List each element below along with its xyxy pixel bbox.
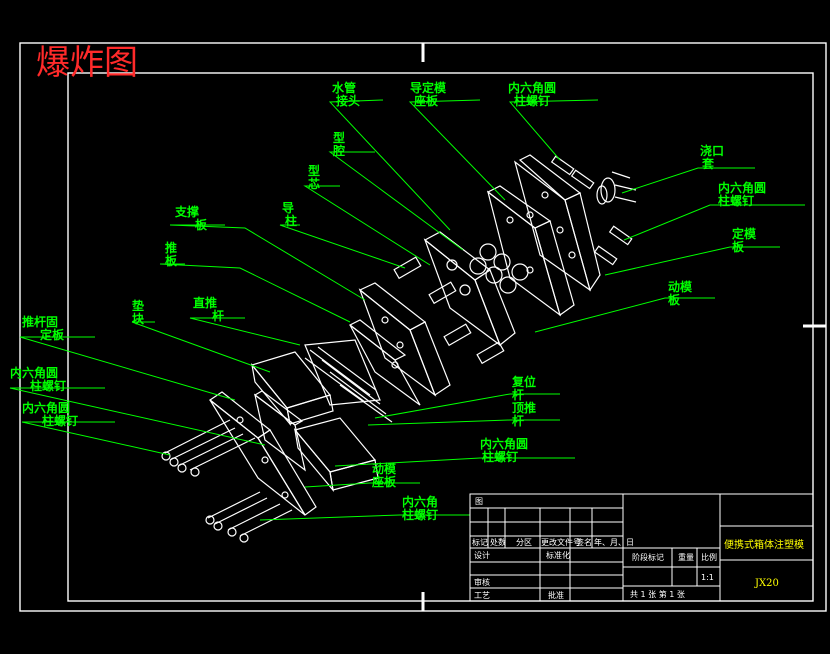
label-hex-screw-bottom: 内六角柱螺钉 [402, 494, 438, 522]
label-water-pipe: 水管接头 [332, 80, 360, 108]
tb-header-0: 标记 [472, 537, 488, 547]
part-labels: 水管接头 导定模座板 内六角圆柱螺钉 型腔 型芯 浇口套 内六角圆柱螺钉 定模板… [10, 80, 766, 522]
label-moving-mold-plate: 动模板 [668, 279, 693, 307]
label-cavity: 型腔 [332, 130, 345, 158]
tb-header-4: 签名 [576, 537, 592, 547]
label-fixed-plate: 导定模座板 [410, 80, 447, 108]
tb-top-cell: 图 [475, 497, 483, 506]
label-hex-screw-left1: 内六角圆柱螺钉 [10, 365, 66, 393]
label-locating-ring: 浇口套 [700, 143, 724, 171]
label-straight-ejector: 直推杆 [193, 295, 224, 323]
label-spacer-block: 垫块 [132, 298, 145, 326]
tb-scale-label: 比例 [701, 552, 717, 562]
label-ejector-pin-plate: 推杆固定板 [22, 314, 65, 342]
tb-approve: 批准 [548, 590, 564, 600]
leader-lines [9, 99, 805, 521]
mold-parts [161, 154, 637, 543]
label-push-plate: 推板 [165, 240, 178, 268]
drawing-title: 爆炸图 [36, 43, 138, 83]
tb-row-review: 审核 [474, 577, 490, 587]
label-hex-screw-left2: 内六角圆柱螺钉 [22, 400, 78, 428]
tb-weight: 重量 [678, 552, 694, 562]
label-sprue-ejector: 顶推杆 [512, 400, 536, 428]
label-return-pin: 复位杆 [511, 374, 536, 402]
tb-sheet-info: 共 1 张 第 1 张 [630, 589, 685, 599]
title-block [469, 493, 814, 602]
tb-header-2: 分区 [516, 538, 532, 547]
label-support-plate: 支撑板 [174, 204, 208, 232]
label-moving-base-plate: 动模座板 [371, 461, 397, 489]
label-hex-screw-right: 内六角圆柱螺钉 [718, 180, 766, 208]
tb-drawing-title: 便携式箱体注塑模 [724, 538, 804, 551]
tb-header-5: 年、月、日 [594, 537, 634, 547]
label-fixed-mold-plate: 定模板 [732, 226, 757, 254]
label-hex-screw-mid: 内六角圆柱螺钉 [480, 436, 528, 464]
label-guide-pillar: 导柱 [282, 200, 297, 228]
tb-header-1: 处数 [490, 537, 506, 547]
tb-row-process: 工艺 [474, 591, 490, 600]
tb-drawing-no: JX20 [754, 578, 779, 589]
outer-border [19, 42, 827, 612]
tb-standardize: 标准化 [546, 550, 570, 560]
title-block-text: 图 标记 处数 分区 更改文件号 签名 年、月、日 设计 审核 工艺 标准化 批… [472, 497, 804, 600]
label-hex-screw-top: 内六角圆柱螺钉 [508, 80, 556, 108]
tb-row-design: 设计 [474, 550, 490, 560]
tb-scale-value: 1:1 [701, 573, 714, 582]
label-core: 型芯 [308, 163, 320, 191]
tb-header-3: 更改文件号 [541, 537, 581, 547]
tb-stage-mark: 阶段标记 [632, 552, 664, 562]
